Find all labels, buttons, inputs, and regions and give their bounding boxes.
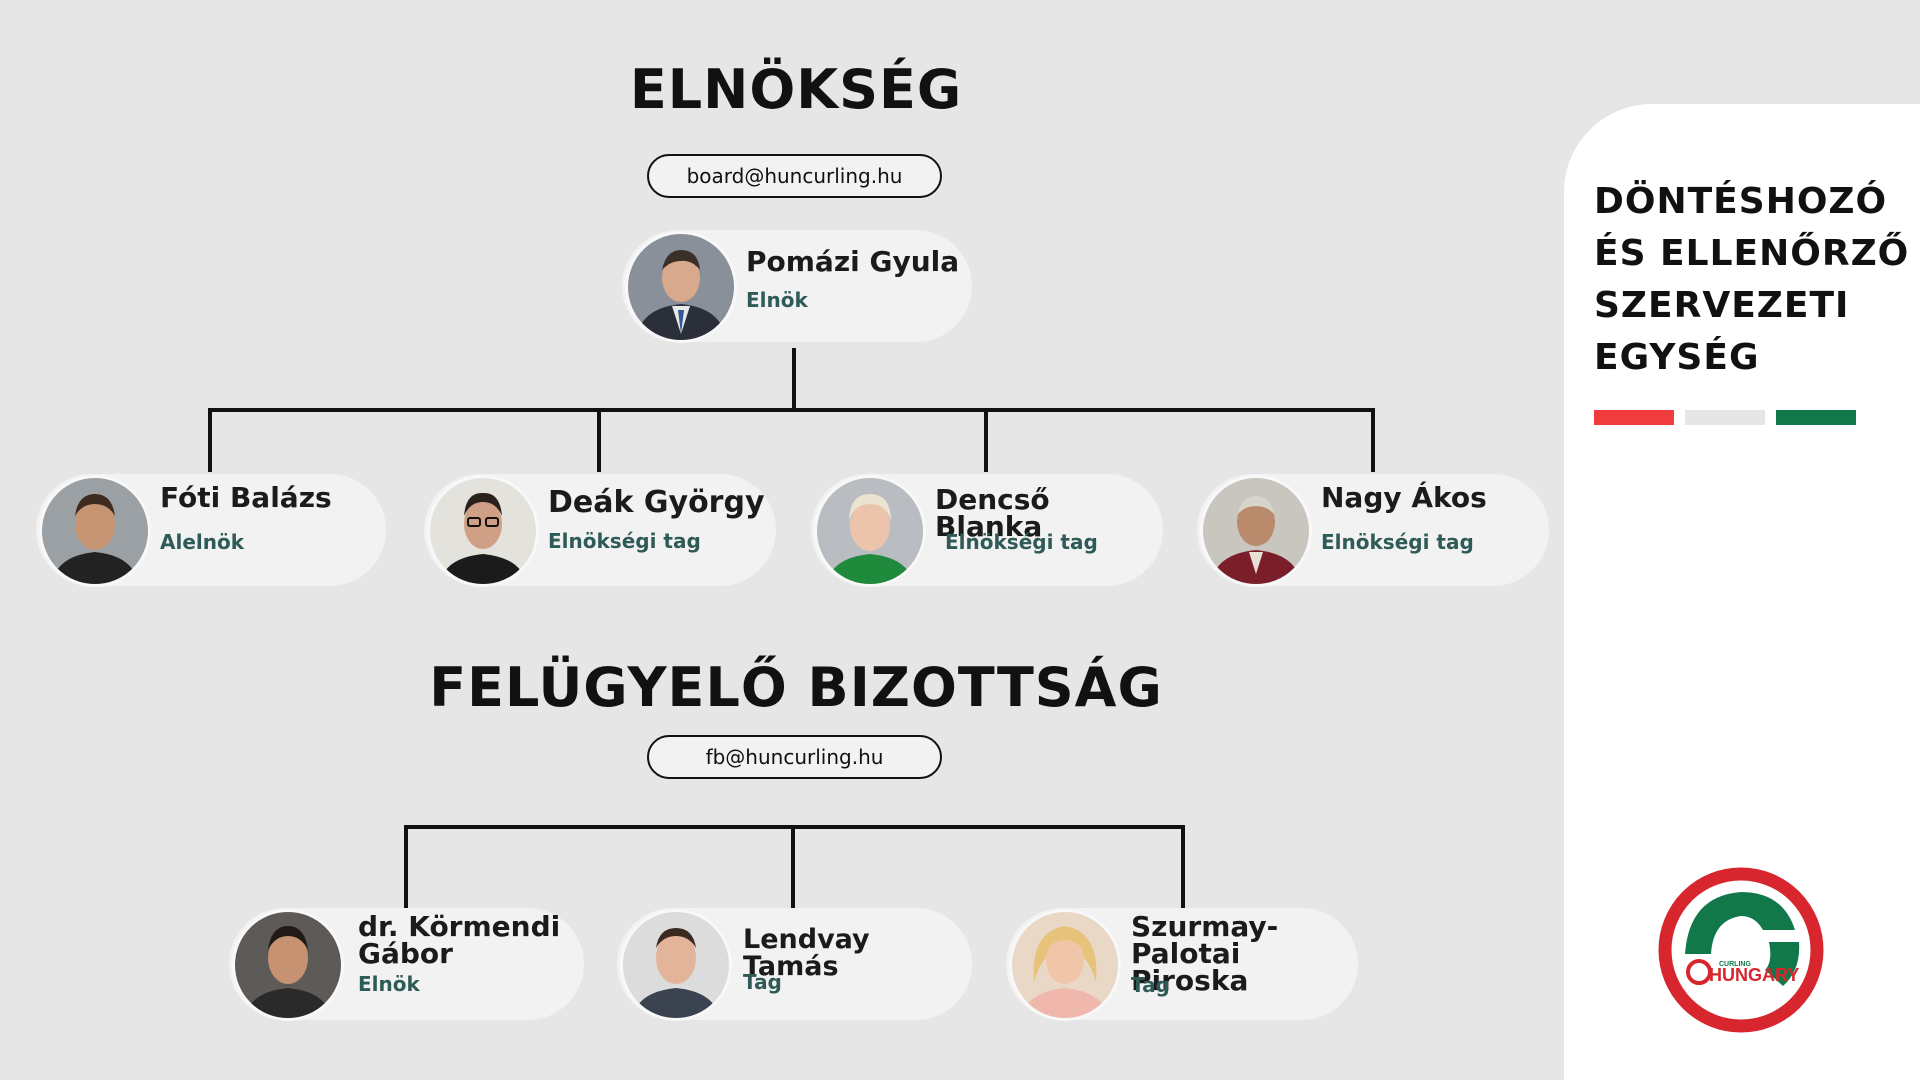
president-name: Pomázi Gyula xyxy=(746,245,960,278)
board-member-role: Alelnök xyxy=(160,530,245,554)
supervisory-member-card: Lendvay Tamás Tag xyxy=(617,908,972,1020)
logo-text: HUNGARY xyxy=(1709,965,1799,985)
supervisory-member-name-line2: Gábor xyxy=(358,937,453,970)
board-member-role: Elnökségi tag xyxy=(945,530,1098,554)
board-member-name: Fóti Balázs xyxy=(160,481,332,514)
supervisory-member-role: Tag xyxy=(1131,973,1170,997)
supervisory-member-card: dr. Körmendi Gábor Elnök xyxy=(229,908,584,1020)
supervisory-member-role: Elnök xyxy=(358,972,420,996)
president-role: Elnök xyxy=(746,288,808,312)
supervisory-member-photo xyxy=(1012,912,1118,1018)
supervisory-member-name-line2: Palotai Piroska xyxy=(1131,937,1249,997)
side-panel-title: DÖNTÉSHOZÓ ÉS ELLENŐRZŐ SZERVEZETI EGYSÉ… xyxy=(1594,176,1914,384)
flag-red-bar xyxy=(1594,410,1674,425)
president-photo xyxy=(628,234,734,340)
supervisory-member-photo xyxy=(623,912,729,1018)
board-member-photo xyxy=(42,478,148,584)
board-member-photo xyxy=(817,478,923,584)
supervisory-member-name: Lendvay Tamás xyxy=(743,924,870,982)
board-title: ELNÖKSÉG xyxy=(629,58,963,121)
side-panel-title-line: DÖNTÉSHOZÓ xyxy=(1594,181,1888,222)
supervisory-board-title: FELÜGYELŐ BIZOTTSÁG xyxy=(429,656,1163,719)
board-email-pill[interactable]: board@huncurling.hu xyxy=(647,154,942,198)
supervisory-member-name-line1: Szurmay- xyxy=(1131,910,1279,943)
supervisory-member-photo xyxy=(235,912,341,1018)
board-member-card: Deák György Elnökségi tag xyxy=(424,474,776,586)
board-member-role: Elnökségi tag xyxy=(548,529,701,553)
curling-hungary-logo: CURLING HUNGARY xyxy=(1657,866,1825,1034)
board-member-role: Elnökségi tag xyxy=(1321,530,1474,554)
supervisory-member-card: Szurmay- Palotai Piroska Tag xyxy=(1006,908,1358,1020)
board-member-name: Deák György xyxy=(548,485,765,520)
logo-small-text: CURLING xyxy=(1719,961,1751,968)
flag-green-bar xyxy=(1776,410,1856,425)
board-member-photo xyxy=(1203,478,1309,584)
board-member-card: Fóti Balázs Alelnök xyxy=(36,474,386,586)
flag-white-bar xyxy=(1685,410,1765,425)
board-member-name: Dencső Blanka xyxy=(935,483,1050,543)
side-panel-title-line: ÉS ELLENŐRZŐ xyxy=(1594,233,1910,274)
board-member-name: Nagy Ákos xyxy=(1321,481,1487,514)
supervisory-member-role: Tag xyxy=(743,970,782,994)
board-member-card: Nagy Ákos Elnökségi tag xyxy=(1197,474,1549,586)
side-panel-title-line: SZERVEZETI xyxy=(1594,285,1850,326)
supervisory-email-pill[interactable]: fb@huncurling.hu xyxy=(647,735,942,779)
board-member-card: Dencső Blanka Elnökségi tag xyxy=(811,474,1163,586)
board-member-photo xyxy=(430,478,536,584)
side-panel-title-line: EGYSÉG xyxy=(1594,337,1760,378)
supervisory-member-name-line1: dr. Körmendi xyxy=(358,910,561,943)
side-panel: DÖNTÉSHOZÓ ÉS ELLENŐRZŐ SZERVEZETI EGYSÉ… xyxy=(1564,104,1920,1080)
president-card: Pomázi Gyula Elnök xyxy=(622,230,972,342)
